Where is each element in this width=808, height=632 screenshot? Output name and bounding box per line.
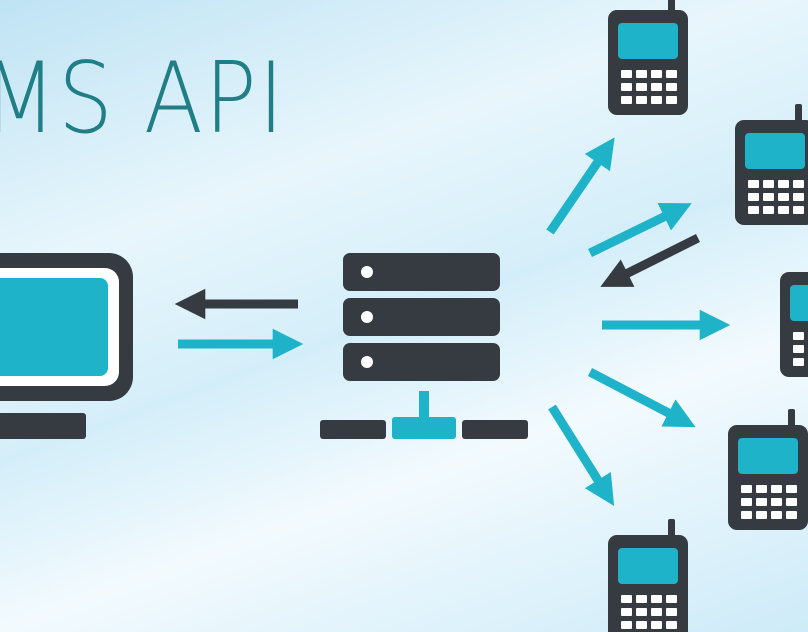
mobile-phone-icon: [780, 256, 808, 377]
arrow-to-phone-1: [546, 137, 615, 235]
page-title: MS API: [0, 42, 286, 156]
server-stack-icon: [320, 253, 528, 439]
mobile-phone-icon: [608, 0, 688, 115]
mobile-phone-icon: [735, 104, 808, 225]
mobile-phone-icon: [608, 519, 688, 632]
arrow-to-phone-4: [587, 368, 696, 428]
arrow-to-phone-5: [548, 404, 615, 506]
mobile-phone-icon: [728, 409, 808, 530]
arrow-to-phone-2: [588, 202, 692, 258]
monitor-icon: [0, 253, 133, 439]
arrow-from-phone-2: [600, 233, 701, 287]
